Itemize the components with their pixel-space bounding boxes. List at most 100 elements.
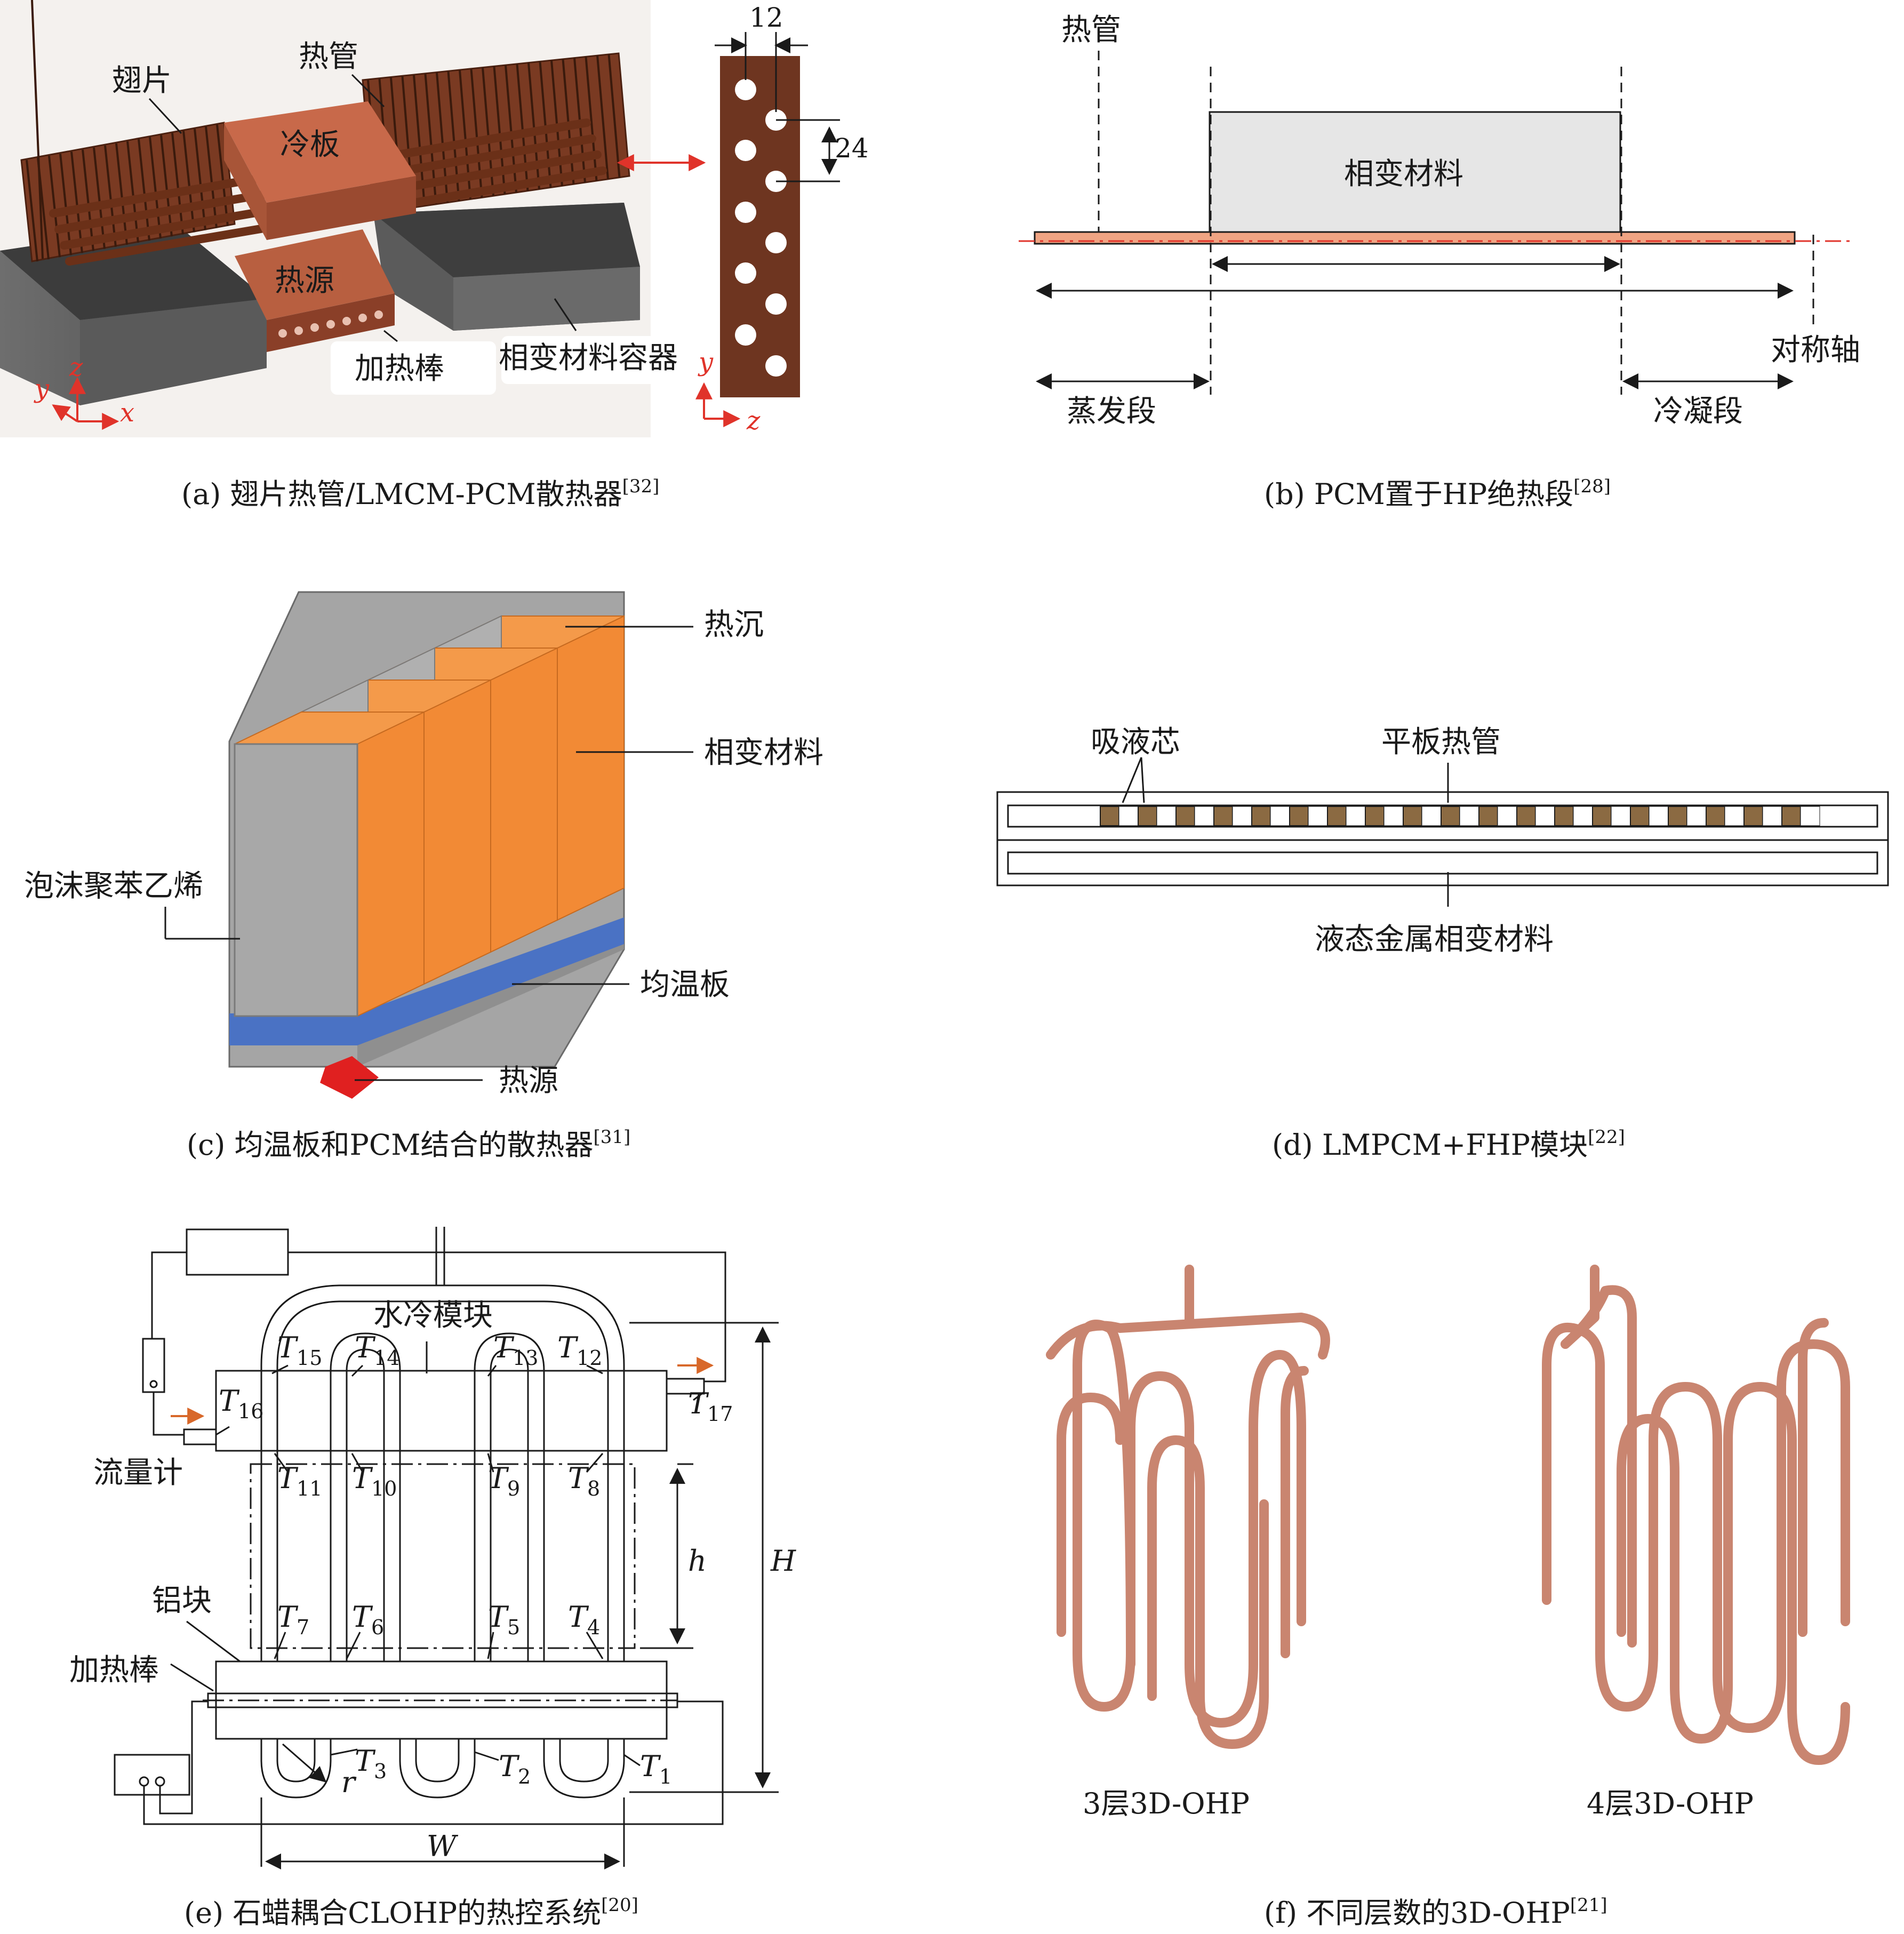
eps-label: 泡沫聚苯乙烯 [24,869,203,904]
wick-block [1706,806,1725,826]
water-module-label: 水冷模块 [373,1298,493,1333]
axis-y-a: y [34,374,50,404]
wick-gap [1156,806,1177,826]
pipe-left-top [151,1251,187,1339]
fin-line [596,55,609,180]
leader-heating-rod [170,1663,214,1692]
sensor-t17: T17 [688,1387,733,1426]
wick-block [1100,806,1119,826]
heat-source-label-c: 热源 [499,1064,558,1098]
wick-block [1138,806,1157,826]
wick-label: 吸液芯 [1091,725,1180,760]
wick-block [1365,806,1385,826]
heat-source-block [235,229,395,352]
u-turn-top-2-inner [490,1348,529,1664]
symmetry-axis-label: 对称轴 [1771,333,1860,367]
fin-line [104,145,117,247]
panel-c: 热沉 相变材料 泡沫聚苯乙烯 均温板 热源 (c) 均温板和PCM结合的散热器[… [24,591,823,1162]
fin-label: 翅片 [112,63,172,98]
heat-pipe-label-b: 热管 [1061,13,1121,47]
u-turn-bottom-1-outer [260,1739,332,1799]
evaporator-label: 蒸发段 [1067,394,1156,429]
dimension-12: 12 [749,2,783,33]
heating-rod-e [207,1692,678,1708]
caption-e: (e) 石蜡耦合CLOHP的热控系统[20] [184,1895,638,1930]
fin-line [115,143,128,245]
axis-z-a: z [69,353,83,382]
u-turn-bottom-2-inner [415,1739,460,1783]
fin-line [182,131,195,233]
pcm-label-c: 相变材料 [704,736,823,770]
axis-triad-a2 [695,382,741,427]
fin-lines-left-group [26,124,229,262]
wick-block [1441,806,1460,826]
wick-block [1403,806,1422,826]
wick-gap [1232,806,1252,826]
dim-h-label: h [688,1544,707,1578]
panel-f [1046,1265,1850,1765]
axis2-y: y [698,347,714,377]
wick-block [1327,806,1347,826]
dim-H-label: H [770,1544,796,1578]
wick-gap [1573,806,1593,826]
ohp-4-layer [1542,1265,1850,1765]
heat-sink-label: 热沉 [704,608,764,642]
condenser-label: 冷凝段 [1653,394,1743,429]
leaders-d [1122,757,1449,907]
wick-block [1289,806,1309,826]
ohp-3-label: 3层3D-OHP [1083,1787,1250,1820]
wick-block [1516,806,1536,826]
wick-gap [1762,806,1782,826]
fin-line [138,139,150,241]
wick-blocks [1100,806,1820,826]
wick-gap [1308,806,1328,826]
sensor-t13: T13 [493,1331,538,1370]
sensor-t3: T3 [355,1744,387,1783]
sensor-t16: T16 [219,1384,263,1423]
axis2-z: z [746,406,761,436]
power-supply [114,1754,190,1796]
pcm-label-b: 相变材料 [1344,157,1463,191]
pcm-container-right [373,203,640,331]
dim-W-label: W [427,1829,459,1863]
fin-leader [148,98,182,134]
pipe-holes [735,79,787,377]
wick-gap [1459,806,1479,826]
lm-pcm-label: 液态金属相变材料 [1315,922,1554,957]
u-turn-top-1-outer [330,1332,401,1664]
panel-b: 热管 相变材料 对称轴 蒸发段 冷凝段 (b) PCM置于HP绝热段[28] [1019,13,1860,511]
wick-block [1781,806,1801,826]
sensor-t8: T8 [568,1461,600,1500]
cold-plate-label: 冷板 [280,127,340,162]
sensor-t10: T10 [352,1461,397,1500]
wick-gap [1383,806,1404,826]
axis-triad-a [52,377,119,430]
fin-line [26,159,38,262]
sensor-t1: T1 [640,1749,672,1788]
wick-gap [1611,806,1631,826]
leaders-c [164,626,693,1081]
flowmeter-label: 流量计 [93,1456,183,1490]
fin-lines-left [31,0,44,259]
terminal-2 [155,1776,165,1787]
fin-line [171,133,184,235]
fin-line [205,126,218,228]
wick-gap [1649,806,1669,826]
eps-foam-block [234,743,358,1017]
fin-line [48,155,61,258]
fin-line [216,124,229,226]
sensor-leaders [215,1364,705,1767]
panel-e [114,1227,779,1869]
sensor-t2: T2 [499,1749,531,1788]
heat-pipe-b [1034,231,1796,245]
pcm-slab [234,711,425,1017]
fin-cross-section [720,56,800,397]
caption-d: (d) LMPCM+FHP模块[22] [1272,1126,1625,1162]
pcm-container-label-box [501,336,661,384]
dim-r-label: r [341,1765,357,1799]
sensor-t15: T15 [277,1331,322,1370]
heat-pipe-label-a: 热管 [299,39,358,74]
wick-gap [1421,806,1442,826]
caption-b: (b) PCM置于HP绝热段[28] [1264,476,1611,511]
fin-line [82,149,94,251]
